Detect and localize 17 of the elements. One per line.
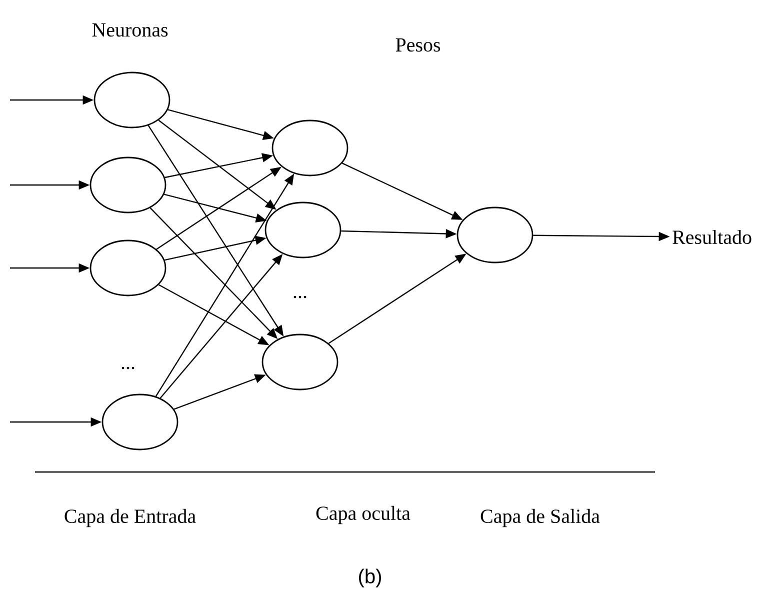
output-label: Resultado (672, 230, 752, 244)
caption: (b) (359, 568, 381, 588)
neuron-circle (264, 202, 342, 258)
heading-label: Neuronas (92, 23, 168, 37)
heading-label: Pesos (396, 38, 440, 52)
layer-label: Capa de Entrada (64, 508, 196, 528)
neuron-circle (456, 206, 534, 264)
neuron-circle (272, 120, 348, 176)
layer-label: Capa oculta (316, 506, 410, 524)
ellipsis: ... (294, 296, 306, 298)
layer-label: Capa de Salida (480, 508, 600, 528)
neuron-circle (90, 240, 166, 296)
neuron-circle (90, 156, 166, 214)
neuron-circle (262, 334, 338, 390)
ellipsis: ... (122, 366, 134, 370)
neuron-circle (94, 72, 170, 128)
neuron-circle (102, 394, 178, 450)
